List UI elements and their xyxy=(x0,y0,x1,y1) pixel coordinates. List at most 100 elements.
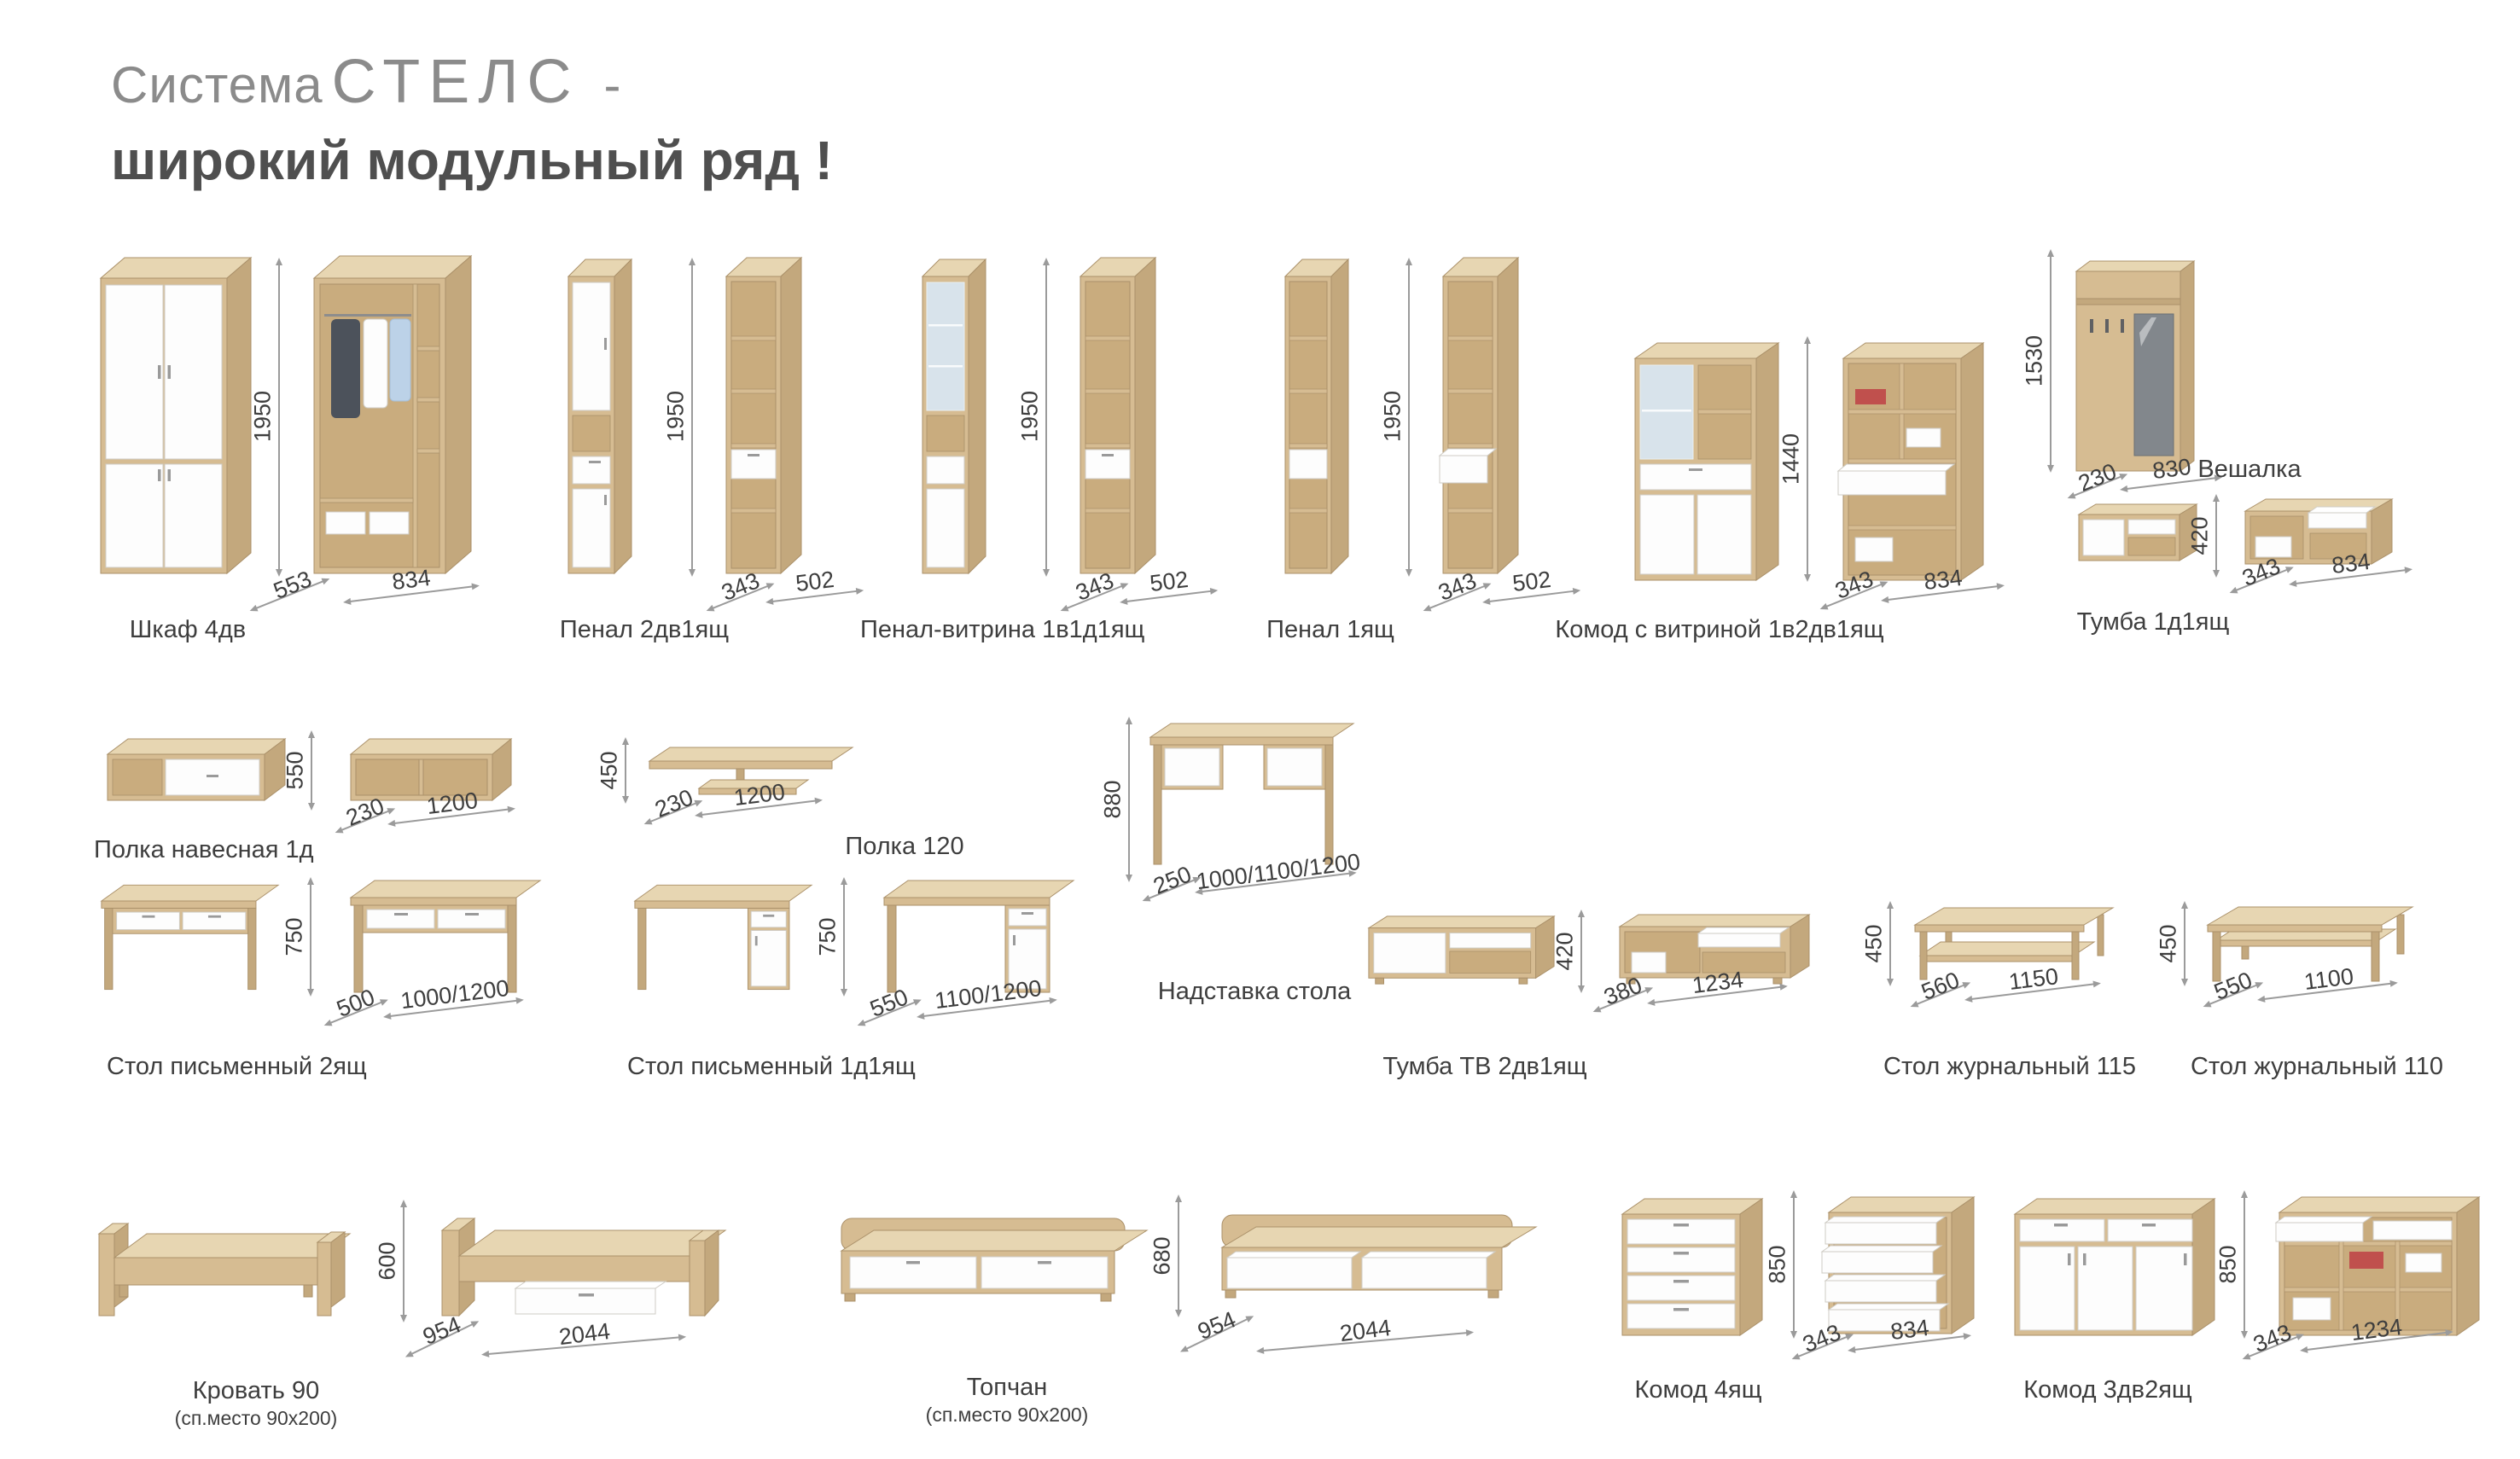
dim-line-height xyxy=(1887,901,1893,986)
dim-line-height xyxy=(308,730,314,811)
dim-height: 1440 xyxy=(1778,433,1804,485)
penal-1ya-open-illustration xyxy=(1438,246,1523,587)
polka-closed-illustration xyxy=(102,732,290,813)
wardrobe-closed-illustration xyxy=(94,246,256,587)
komod-vitrina-open-illustration xyxy=(1835,333,1988,589)
product-tumba-1d1ya: 420 343 834 Тумба 1д1ящ xyxy=(2040,491,2483,648)
dim-height: 850 xyxy=(1764,1245,1790,1284)
bed-open-illustration xyxy=(437,1188,744,1333)
dim-line-height xyxy=(1578,910,1584,993)
dim-line-height xyxy=(1126,717,1132,882)
dim-line-height xyxy=(2047,249,2053,473)
dim-height: 1950 xyxy=(249,390,276,443)
dim-line-height xyxy=(2241,1190,2247,1339)
product-label: Полка 120 xyxy=(845,833,964,860)
dim-width: 834 xyxy=(1889,1314,1931,1346)
product-label: Вешалка xyxy=(2197,456,2302,483)
product-komod-vitrina: 1440 343 834 Комод с витриной 1в2дв1ящ xyxy=(1555,324,1999,648)
product-label: Топчан xyxy=(966,1374,1048,1401)
wardrobe-open-illustration xyxy=(307,246,478,587)
product-komod-4ya: 850 343 834 Комод 4ящ xyxy=(1617,1182,2010,1425)
dim-width: 1100 xyxy=(2302,963,2355,995)
dim-height: 450 xyxy=(1860,924,1887,963)
desk-2ya-small-illustration xyxy=(98,877,282,997)
dim-height: 600 xyxy=(374,1241,400,1281)
dim-height: 550 xyxy=(282,751,308,790)
title-prefix: Система xyxy=(111,56,323,113)
dim-width: 834 xyxy=(1922,564,1964,596)
product-label: Стол письменный 2ящ xyxy=(107,1053,367,1080)
dim-height: 450 xyxy=(2155,924,2181,963)
dim-height: 420 xyxy=(2186,516,2213,555)
penal-vitrina-open-illustration xyxy=(1075,246,1161,587)
product-label: Комод 4ящ xyxy=(1634,1376,1762,1404)
dim-line-height xyxy=(1405,258,1411,577)
product-label: Стол журнальный 115 xyxy=(1883,1053,2136,1080)
dim-width: 2044 xyxy=(1338,1314,1393,1347)
product-label: Полка навесная 1д xyxy=(94,836,314,863)
product-label: Пенал-витрина 1в1д1ящ xyxy=(860,616,1145,643)
product-stol-zhurnalny-110: 450 550 1100 Стол журнальный 110 xyxy=(2156,896,2496,1084)
product-label-group: Кровать 90(сп.место 90х200) xyxy=(154,1377,358,1430)
penal-1ya-closed-illustration xyxy=(1280,246,1353,587)
product-label: Шкаф 4дв xyxy=(129,616,247,643)
dim-line-height xyxy=(307,877,313,997)
dim-width: 1150 xyxy=(2007,963,2060,995)
dim-line-height xyxy=(2181,901,2187,986)
dim-line-height xyxy=(622,737,628,804)
penal-vitrina-closed-illustration xyxy=(917,246,991,587)
product-penal-vitrina: 1950 343 502 Пенал-витрина 1в1д1ящ xyxy=(860,239,1212,648)
dim-height: 850 xyxy=(2214,1245,2241,1284)
bed-closed-illustration xyxy=(94,1195,367,1331)
dim-line-height xyxy=(400,1200,406,1322)
dim-height: 750 xyxy=(281,917,307,956)
product-label: Комод с витриной 1в2дв1ящ xyxy=(1555,616,1884,643)
product-krovat-90: 600 954 2044 Кровать 90(сп.место 90х200) xyxy=(94,1186,777,1429)
product-tumba-tv: 420 380 1234 Тумба ТВ 2дв1ящ xyxy=(1365,904,1852,1084)
subtitle-mark: ! xyxy=(814,130,834,191)
komod-vitrina-closed-illustration xyxy=(1630,333,1784,589)
product-shkaf-4dv: 1950 553 834 Шкаф 4дв xyxy=(94,239,572,648)
dim-line-height xyxy=(1790,1190,1796,1339)
dim-line-height xyxy=(841,877,847,997)
desk-1d-illustration xyxy=(881,872,1077,1000)
product-label: Пенал 1ящ xyxy=(1266,616,1394,643)
subtitle-text: широкий модульный ряд xyxy=(111,130,800,191)
product-veshalka: 1530 230 830 Вешалка xyxy=(2022,239,2432,497)
tumba-closed-illustration xyxy=(2074,497,2202,570)
penal-open-illustration xyxy=(721,246,806,587)
product-label: Пенал 2дв1ящ xyxy=(559,616,730,643)
product-topchan: 680 954 2044 Топчан(сп.место 90х200) xyxy=(819,1177,1553,1427)
product-polka-120: 450 230 1200 Полка 120 xyxy=(597,725,1092,862)
dim-width: 1200 xyxy=(732,778,787,811)
product-label: Тумба 1д1ящ xyxy=(2076,608,2230,636)
product-label: Тумба ТВ 2дв1ящ xyxy=(1382,1053,1587,1080)
komod3-closed-illustration xyxy=(2010,1190,2219,1344)
dim-width: 502 xyxy=(1148,566,1190,597)
dim-line-height xyxy=(1175,1195,1181,1317)
product-penal-2dv1ya: 1950 343 502 Пенал 2дв1ящ xyxy=(560,239,858,648)
dim-width: 502 xyxy=(794,566,836,597)
product-label: Стол письменный 1д1ящ xyxy=(627,1053,916,1080)
product-penal-1ya: 1950 343 502 Пенал 1ящ xyxy=(1266,239,1574,648)
product-stol-pismenny-2ya: 750 500 1000/1200 Стол письменный 2ящ xyxy=(98,870,585,1084)
product-stol-pismenny-1d1ya: 750 550 1100/1200 Стол письменный 1д1ящ xyxy=(627,870,1118,1084)
dim-width: 1200 xyxy=(425,787,480,820)
dim-height: 450 xyxy=(596,751,622,790)
dim-line-height xyxy=(1043,258,1049,577)
dim-height: 1950 xyxy=(1379,390,1405,443)
komod4-closed-illustration xyxy=(1617,1190,1766,1344)
veshalka-illustration xyxy=(2069,247,2197,486)
product-label: Надставка стола xyxy=(1157,978,1352,1005)
page-subtitle: широкий модульный ряд ! xyxy=(111,129,833,192)
dim-line-height xyxy=(1804,336,1810,582)
dim-height: 420 xyxy=(1551,932,1578,971)
dim-height: 750 xyxy=(814,917,841,956)
product-komod-3dv2ya: 850 343 1234 Комод 3дв2ящ xyxy=(2010,1182,2505,1425)
dim-height: 680 xyxy=(1149,1236,1175,1276)
product-nadstavka-stola: 880 250 1000/1100/1200 Надставка стола xyxy=(1100,708,1425,1007)
dim-width: 1234 xyxy=(1691,966,1745,999)
product-label-group: Топчан(сп.место 90х200) xyxy=(905,1374,1109,1427)
